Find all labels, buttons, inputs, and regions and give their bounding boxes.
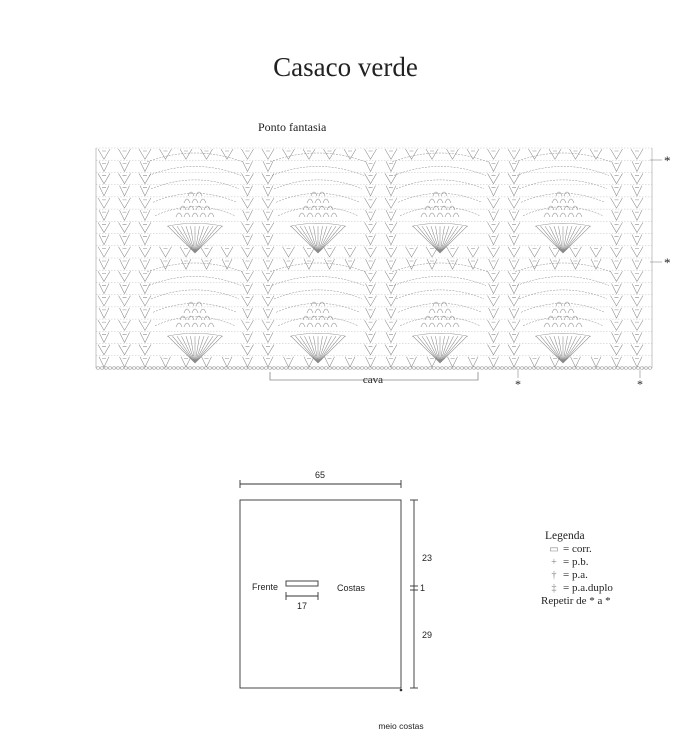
v-stitch-grid — [97, 148, 644, 368]
costas-label: Costas — [337, 583, 366, 593]
double-crochet-icon: † — [551, 570, 557, 581]
cava-bracket — [269, 372, 479, 381]
treble-crochet-icon: ‡ — [551, 583, 557, 594]
crochet-chart — [95, 147, 653, 370]
repeat-marker-top: * — [664, 153, 671, 168]
chain-icon: ▭ — [549, 544, 559, 555]
cava-label: cava — [363, 374, 383, 386]
top-height-label: 23 — [422, 553, 432, 563]
bottom-height-label: 29 — [422, 630, 432, 640]
repeat-marker-bottom-right: * — [637, 377, 643, 391]
meio-costas-dot — [399, 688, 403, 692]
frente-label: Frente — [252, 582, 278, 592]
legend-item-treble-crochet: ‡ = p.a.duplo — [545, 582, 613, 595]
legend-item-single-crochet: + = p.b. — [545, 556, 613, 569]
page-title: Casaco verde — [273, 52, 418, 82]
armhole-slit — [285, 580, 319, 587]
repeat-marker-mid: * — [664, 255, 671, 270]
foundation-chain — [95, 366, 653, 370]
legend-title: Legenda — [545, 530, 585, 542]
legend: Legenda ▭ = corr. + = p.b. † = p.a. ‡ = … — [541, 530, 613, 608]
width-label: 65 — [315, 470, 325, 480]
legend-item-double-crochet: † = p.a. — [545, 569, 613, 582]
slit-label: 17 — [297, 601, 307, 611]
pattern-label: Ponto fantasia — [258, 120, 327, 134]
legend-item-chain: ▭ = corr. — [545, 543, 613, 556]
legend-repeat-note: Repetir de * a * — [541, 595, 611, 607]
meio-costas-label: meio costas — [378, 721, 423, 731]
garment-schematic — [239, 480, 418, 689]
repeat-marker-bottom-left: * — [515, 377, 521, 391]
single-crochet-icon: + — [551, 557, 557, 568]
mid-height-label: 1 — [420, 583, 425, 593]
garment-outline — [239, 499, 402, 689]
